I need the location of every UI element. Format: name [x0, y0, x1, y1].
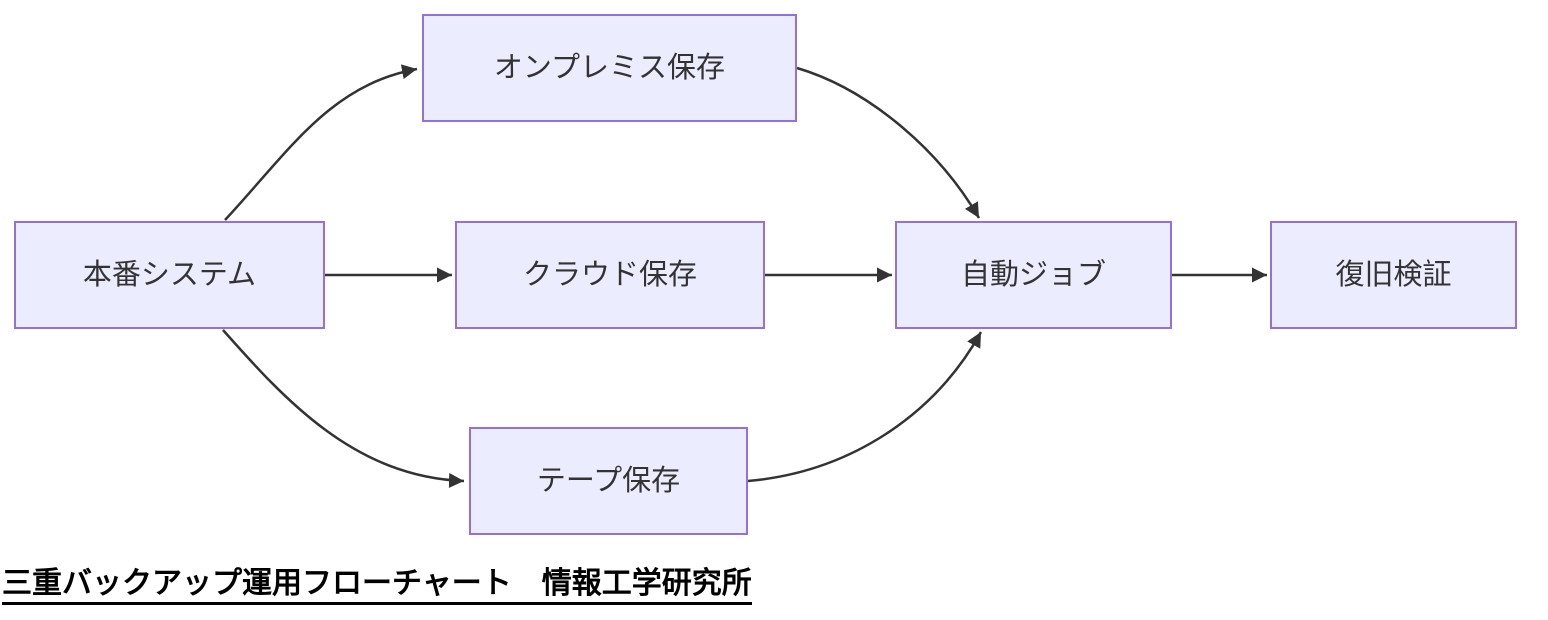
node-cloud-storage-label: クラウド保存	[522, 258, 697, 291]
node-auto-job: 自動ジョブ	[895, 221, 1172, 329]
edge-production-to-onpremise	[224, 64, 418, 221]
edge-tape-to-autojob	[747, 331, 983, 483]
edge-onpremise-to-autojob	[796, 66, 981, 219]
diagram-caption: 三重バックアップ運用フローチャート 情報工学研究所	[2, 567, 752, 605]
node-onpremise-storage-label: オンプレミス保存	[493, 51, 726, 84]
node-tape-storage-label: テープ保存	[536, 464, 681, 497]
node-production-system-label: 本番システム	[82, 258, 257, 291]
node-cloud-storage: クラウド保存	[455, 221, 765, 329]
node-production-system: 本番システム	[14, 221, 325, 329]
node-tape-storage: テープ保存	[469, 427, 748, 535]
node-auto-job-label: 自動ジョブ	[960, 258, 1106, 291]
node-recovery-verification-label: 復旧検証	[1335, 258, 1452, 291]
node-onpremise-storage: オンプレミス保存	[422, 14, 797, 122]
edge-production-to-tape	[222, 329, 465, 488]
node-recovery-verification: 復旧検証	[1270, 221, 1517, 329]
